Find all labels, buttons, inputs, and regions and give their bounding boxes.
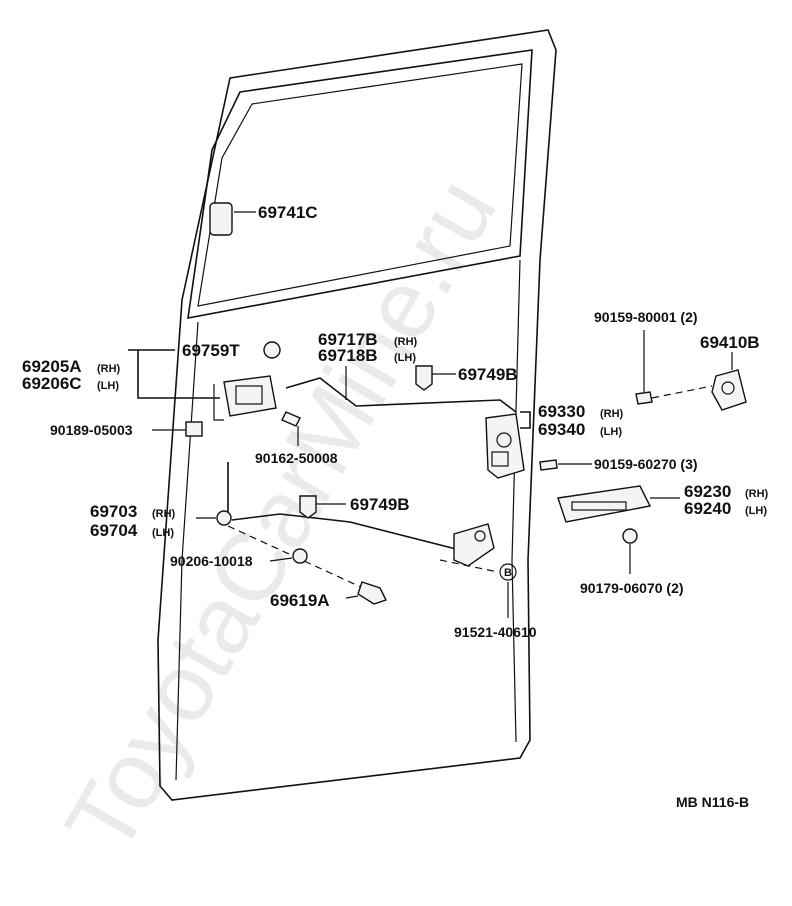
label-69741C: 69741C bbox=[258, 203, 318, 222]
lock-link-bellcrank bbox=[453, 523, 495, 567]
nut-90179 bbox=[622, 528, 638, 544]
screw-90159-80001 bbox=[635, 391, 653, 405]
label-90179: 90179-06070 (2) bbox=[580, 580, 684, 596]
label-69206C: 69206C bbox=[22, 374, 82, 393]
lower-lock-rod bbox=[231, 513, 461, 551]
label-69749B-mid: 69749B bbox=[350, 495, 410, 514]
lock-control-dashed-link bbox=[227, 525, 377, 595]
label-90162: 90162-50008 bbox=[255, 450, 338, 466]
suffix-lh-69718B: (LH) bbox=[394, 352, 416, 364]
outside-door-handle bbox=[557, 485, 652, 523]
label-69759T: 69759T bbox=[182, 341, 240, 360]
lock-pivot bbox=[496, 432, 512, 448]
suffix-lh-69340: (LH) bbox=[600, 426, 622, 438]
suffix-rh-69703: (RH) bbox=[152, 508, 176, 520]
label-69704: 69704 bbox=[90, 521, 138, 540]
inside-handle-rod bbox=[285, 377, 517, 413]
callout-b-letter: B bbox=[504, 567, 512, 579]
door-window-frame bbox=[187, 49, 533, 319]
label-69330: 69330 bbox=[538, 402, 585, 421]
suffix-lh-69704: (LH) bbox=[152, 527, 174, 539]
suffix-rh-69717B: (RH) bbox=[394, 336, 418, 348]
door-panel-outline bbox=[157, 29, 557, 801]
screw-90162 bbox=[281, 411, 301, 427]
leader-69205A bbox=[128, 349, 220, 399]
callout-b-marker bbox=[499, 563, 517, 581]
label-69340: 69340 bbox=[538, 420, 585, 439]
rod-holder-upper bbox=[415, 365, 433, 391]
retainer-90189 bbox=[185, 421, 203, 437]
suffix-lh-69206C: (LH) bbox=[97, 380, 119, 392]
inside-door-handle bbox=[223, 375, 277, 417]
label-69703: 69703 bbox=[90, 502, 137, 521]
diagram-code: MB N116-B bbox=[676, 794, 749, 810]
suffix-rh-69230: (RH) bbox=[745, 488, 769, 500]
suffix-rh-69330: (RH) bbox=[600, 408, 624, 420]
label-90159-60270: 90159-60270 (3) bbox=[594, 456, 698, 472]
label-90206: 90206-10018 bbox=[170, 553, 253, 569]
suffix-rh-69205A: (RH) bbox=[97, 363, 121, 375]
label-69410B: 69410B bbox=[700, 333, 760, 352]
label-69718B: 69718B bbox=[318, 346, 378, 365]
door-window-inner bbox=[197, 63, 523, 307]
label-91521: 91521-40610 bbox=[454, 624, 537, 640]
leader-69619A bbox=[345, 595, 359, 599]
leader-90206 bbox=[269, 557, 293, 562]
label-69717B: 69717B bbox=[318, 330, 378, 349]
suffix-lh-69240: (LH) bbox=[745, 505, 767, 517]
label-69240: 69240 bbox=[684, 499, 731, 518]
handle-bezel-bracket bbox=[213, 384, 224, 421]
screw-90159-60270 bbox=[539, 459, 558, 471]
bolt-69619A bbox=[357, 581, 387, 605]
label-90189: 90189-05003 bbox=[50, 422, 133, 438]
door-inner-edge bbox=[175, 321, 199, 781]
label-90159-80001: 90159-80001 (2) bbox=[594, 309, 698, 325]
inside-handle-lever bbox=[235, 385, 263, 405]
label-69749B-top: 69749B bbox=[458, 365, 518, 384]
label-69619A: 69619A bbox=[270, 591, 330, 610]
rod-clip-69759T bbox=[263, 341, 281, 359]
rod-holder-lower bbox=[299, 495, 317, 519]
bellcrank-dashed-link bbox=[439, 559, 499, 573]
leader-69330-bracket bbox=[520, 411, 531, 429]
door-striker bbox=[711, 369, 747, 411]
lock-plate bbox=[491, 451, 509, 467]
window-stop-clip bbox=[209, 202, 233, 236]
outside-handle-grip bbox=[571, 501, 627, 511]
lock-control-lever bbox=[216, 510, 232, 526]
striker-hole bbox=[721, 381, 735, 395]
washer-90206 bbox=[292, 548, 308, 564]
door-lock-assembly bbox=[485, 413, 525, 479]
label-69205A: 69205A bbox=[22, 357, 82, 376]
striker-dashed-link bbox=[651, 385, 713, 399]
bellcrank-pivot bbox=[474, 530, 486, 542]
label-69230: 69230 bbox=[684, 482, 731, 501]
door-rear-edge bbox=[511, 259, 521, 743]
